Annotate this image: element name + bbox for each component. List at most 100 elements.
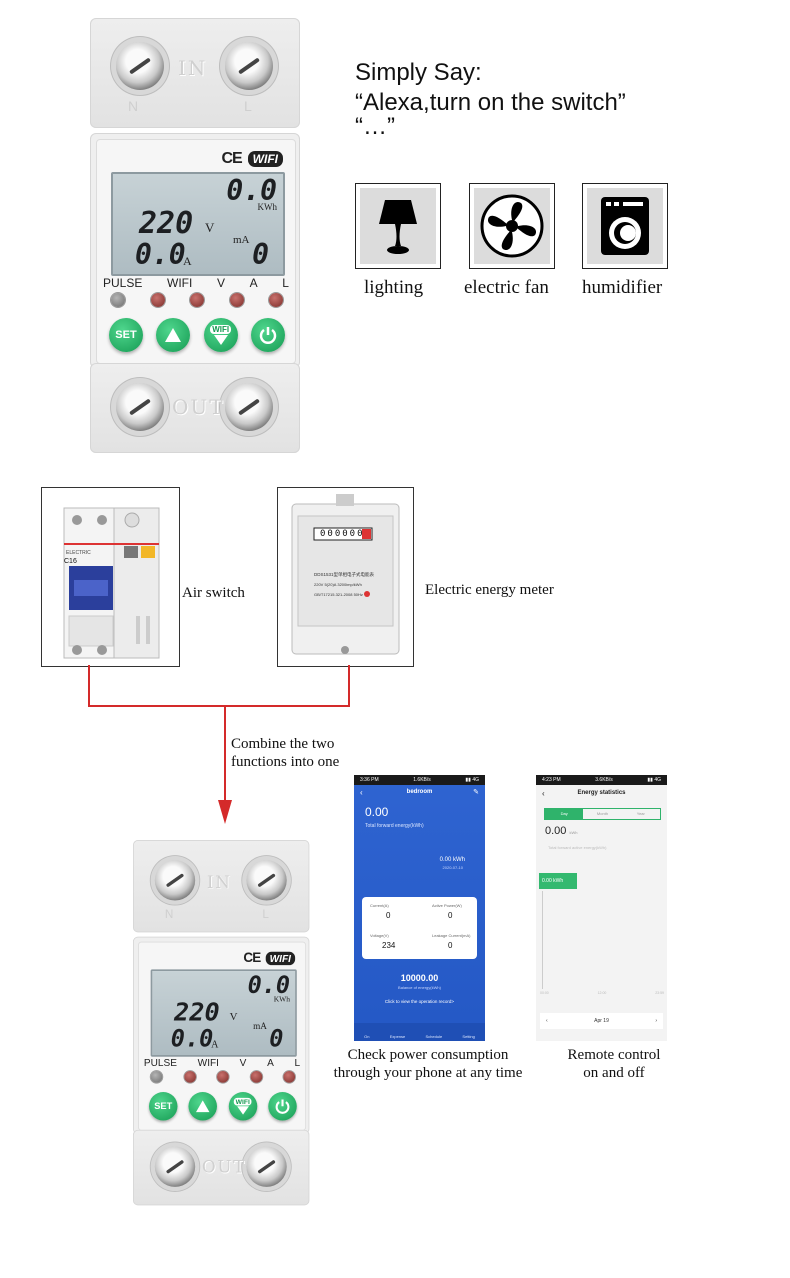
- nav-schedule[interactable]: Schedule: [425, 1034, 443, 1039]
- say-line-3: “…”: [355, 113, 395, 140]
- current-reading: 0.0: [135, 238, 186, 271]
- screw-n-2-icon: [154, 860, 196, 901]
- voltage-value: 234: [382, 941, 396, 950]
- back-arrow-2-icon[interactable]: ‹: [542, 788, 545, 798]
- arrow-shaft: [224, 707, 226, 802]
- power-2-icon: [275, 1099, 290, 1114]
- in-label-2: IN: [206, 871, 232, 893]
- alexa-voice-text: Simply Say: “Alexa,turn on the switch” “…: [355, 58, 626, 140]
- edit-icon[interactable]: ✎: [473, 789, 479, 796]
- fan-tile: [469, 183, 555, 269]
- energy-meter-image: [291, 494, 400, 655]
- current-unit-2: A: [211, 1038, 219, 1050]
- label-l-2: L: [294, 1056, 301, 1069]
- leakage-led: [269, 293, 283, 307]
- kwh-date: 2020-07-10: [442, 865, 463, 870]
- energy-reading: 0.0: [226, 174, 277, 207]
- screw-out-left-2-icon: [154, 1146, 196, 1187]
- chart-bar-label: 0.00 kWh: [539, 873, 577, 889]
- label-l: L: [282, 276, 289, 290]
- phone2-caption: Remote control on and off: [567, 1047, 661, 1081]
- tab-year[interactable]: Year: [636, 811, 645, 816]
- nav-setting[interactable]: Setting: [462, 1034, 475, 1039]
- date-label: Apr 19: [594, 1018, 609, 1024]
- nav-on[interactable]: On: [364, 1034, 370, 1039]
- lamp-icon: [379, 200, 417, 254]
- lighting-tile: [355, 183, 441, 269]
- screw-n-icon: [116, 42, 164, 90]
- humidifier-tile: [582, 183, 668, 269]
- leakage-value: 0: [448, 941, 453, 950]
- label-a-2: A: [267, 1056, 274, 1069]
- label-v: V: [216, 276, 225, 290]
- leakage-reading: 0: [252, 238, 269, 271]
- kwh-value: 0.00 kWh: [439, 857, 465, 863]
- screw-out-left-icon: [116, 383, 164, 431]
- energy-meter-photo: 000000 DDS1531型单相电子式电能表 220V 5(20)A 3200…: [277, 487, 414, 667]
- triangle-up-2-icon: [196, 1100, 210, 1113]
- wifi-badge: WIFI: [247, 151, 283, 167]
- air-switch-image: [63, 507, 160, 659]
- lcd-display: 0.0 KWh 220 V 0.0 A mA 0: [111, 172, 285, 276]
- back-arrow-icon[interactable]: ‹: [360, 787, 363, 797]
- fan-label: electric fan: [464, 277, 549, 298]
- pulse-led-2: [150, 1071, 163, 1083]
- wifi-button[interactable]: WIFI: [203, 318, 238, 352]
- wifi-badge-2: WIFI: [265, 951, 296, 966]
- label-a: A: [249, 276, 258, 290]
- label-wifi-2: WIFI: [197, 1056, 219, 1069]
- leakage-unit-2: mA: [253, 1021, 267, 1032]
- leakage-unit: mA: [233, 234, 250, 246]
- device-body-2: CE WIFI 0.0 KWh 220 V 0.0 A mA 0 PULSE W…: [133, 936, 310, 1134]
- record-link[interactable]: Click to view the operation record>: [384, 999, 455, 1004]
- triangle-down-icon: [213, 334, 228, 345]
- leakage-reading-2: 0: [269, 1024, 284, 1053]
- current-led-2: [250, 1071, 262, 1083]
- power-button-2[interactable]: [268, 1092, 297, 1121]
- current-led: [229, 293, 244, 307]
- n-label-2: N: [164, 907, 174, 921]
- pulse-led: [111, 293, 125, 307]
- out-label-2: OUT: [201, 1156, 247, 1177]
- meter-reading: 000000: [320, 529, 365, 539]
- current-unit: A: [183, 254, 192, 268]
- date-picker[interactable]: ‹ Apr 19 ›: [540, 1013, 663, 1029]
- next-day-icon: ›: [655, 1018, 657, 1024]
- tab-month[interactable]: Month: [596, 811, 609, 816]
- screw-l-2-icon: [246, 860, 287, 901]
- prev-day-icon: ‹: [546, 1018, 548, 1024]
- humidifier-label: humidifier: [582, 277, 663, 298]
- out-label: OUT: [172, 395, 225, 419]
- energy-reading-2: 0.0: [247, 971, 291, 999]
- ce-mark: CE: [221, 150, 242, 167]
- up-button-2[interactable]: [188, 1092, 218, 1121]
- current-label: Current(A): [370, 903, 389, 908]
- up-button[interactable]: [156, 318, 191, 352]
- set-button-2[interactable]: SET: [148, 1092, 178, 1121]
- chart-axis-line: [542, 891, 543, 989]
- wifi-led-2: [183, 1071, 196, 1083]
- meter-model: DDS1531型单相电子式电能表: [314, 572, 375, 577]
- air-switch-label: Air switch: [182, 585, 245, 601]
- say-line-1: Simply Say:: [355, 59, 482, 86]
- fan-icon: [480, 194, 544, 258]
- energy-unit: KWh: [257, 202, 278, 212]
- l-label: L: [244, 98, 252, 114]
- tab-day[interactable]: Day: [545, 809, 584, 819]
- power-button[interactable]: [250, 318, 285, 352]
- period-tabs: Day Month Year: [544, 808, 661, 820]
- in-label: IN: [178, 56, 208, 80]
- wifi-button-2[interactable]: WIFI: [228, 1092, 258, 1121]
- air-switch-photo: C16 ELECTRIC: [41, 487, 180, 667]
- screw-l-icon: [225, 42, 273, 90]
- current-value: 0: [386, 911, 391, 920]
- wifi-led: [150, 293, 165, 307]
- set-button[interactable]: SET: [109, 318, 143, 352]
- combine-text-2: functions into one: [231, 754, 340, 770]
- nav-expense[interactable]: Expense: [389, 1034, 406, 1039]
- stats-total: 0.00 kWh: [545, 825, 578, 837]
- lcd-display-2: 0.0 KWh 220 V 0.0 A mA 0: [150, 969, 297, 1057]
- triangle-up-icon: [165, 328, 182, 342]
